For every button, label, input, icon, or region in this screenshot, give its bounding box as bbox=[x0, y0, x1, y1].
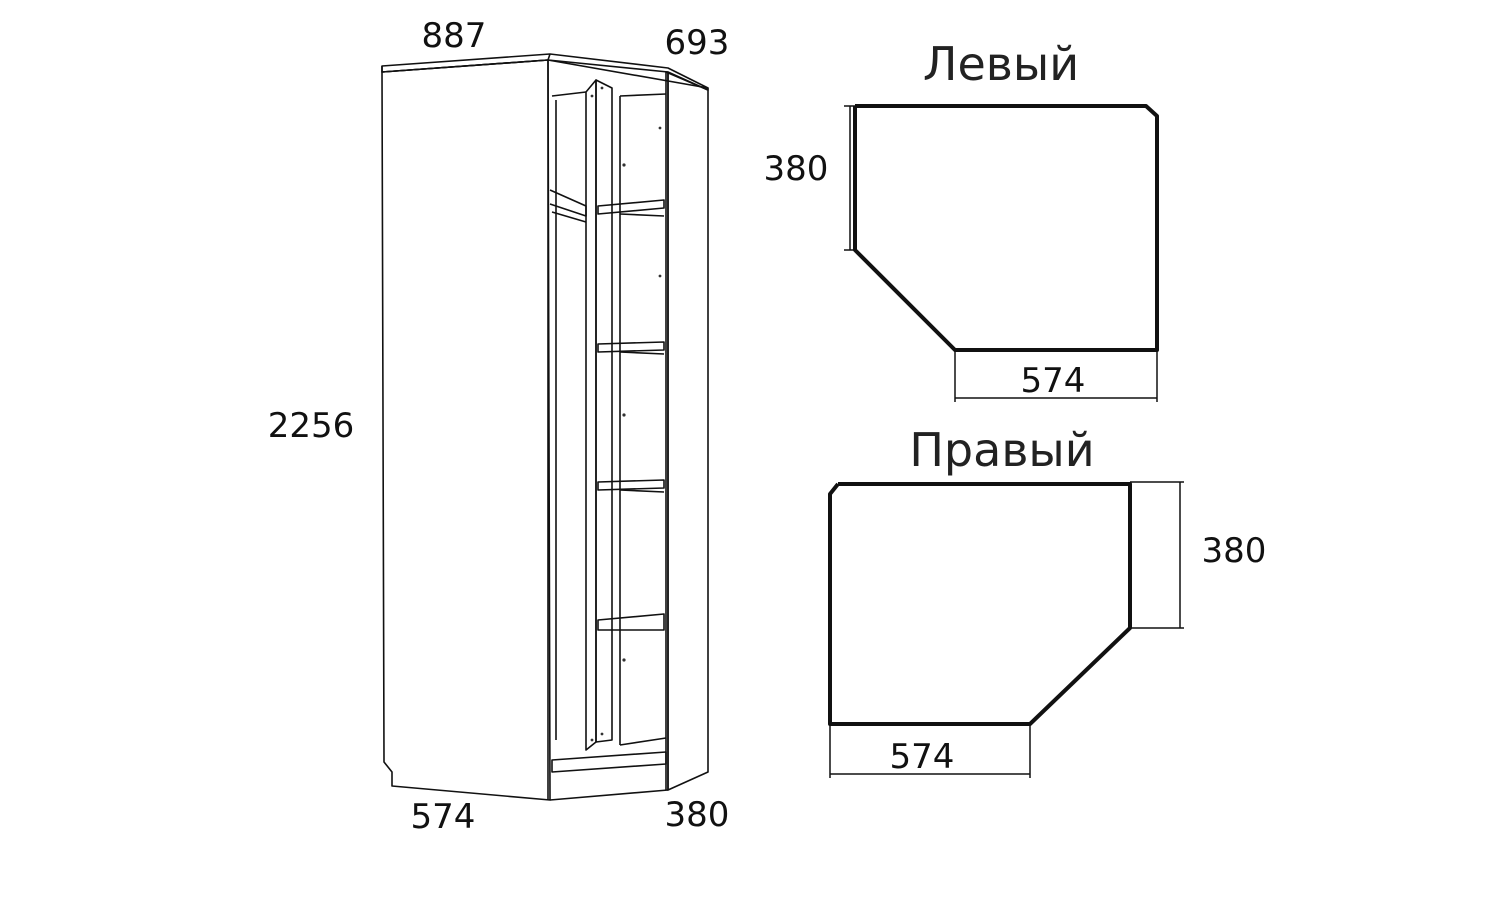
right-variant-outline bbox=[828, 482, 1132, 726]
cabinet-height-label: 2256 bbox=[268, 406, 355, 446]
left-variant-front-label: 574 bbox=[1021, 361, 1086, 401]
cabinet-front-left-label: 574 bbox=[411, 797, 476, 837]
cabinet-door[interactable] bbox=[585, 79, 613, 751]
cabinet-drawing bbox=[381, 53, 709, 801]
left-variant-plan: Левый 380 574 bbox=[764, 37, 1159, 402]
right-variant-side-label: 380 bbox=[1202, 531, 1267, 571]
cabinet-depth-label: 693 bbox=[665, 23, 730, 63]
left-variant-title: Левый bbox=[923, 37, 1079, 91]
right-variant-title: Правый bbox=[909, 423, 1094, 477]
right-variant-plan: Правый 380 574 bbox=[828, 423, 1267, 778]
cabinet-interior bbox=[549, 91, 667, 773]
left-variant-side-label: 380 bbox=[764, 149, 829, 189]
cabinet-right-side bbox=[665, 71, 709, 791]
right-variant-front-label: 574 bbox=[890, 737, 955, 777]
cabinet-left-side bbox=[381, 59, 551, 801]
cabinet-width-label: 887 bbox=[422, 16, 487, 56]
left-variant-outline bbox=[853, 104, 1159, 352]
cabinet-front-right-label: 380 bbox=[665, 795, 730, 835]
